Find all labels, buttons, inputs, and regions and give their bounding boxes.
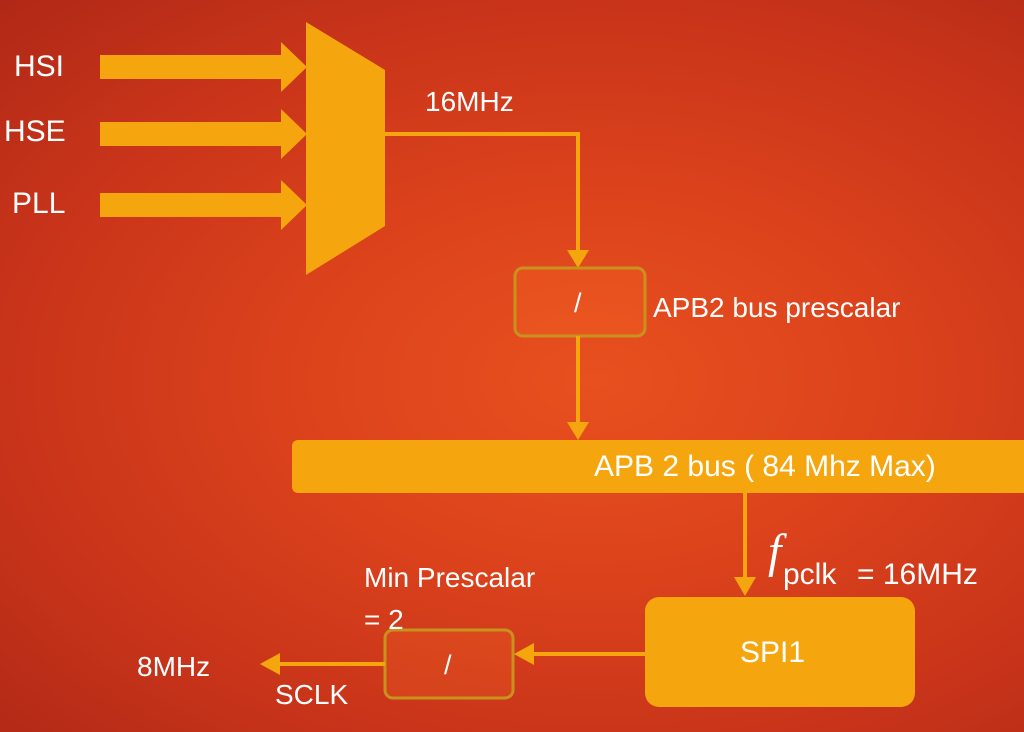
fpclk-value: = 16MHz [857, 558, 978, 591]
output-frequency: 8MHz [137, 651, 211, 682]
spi1-block [645, 597, 915, 707]
apb2-bus-label: APB 2 bus ( 84 Mhz Max) [594, 450, 936, 483]
clock-mux [306, 22, 385, 275]
input-label-hsi: HSI [14, 50, 65, 83]
mux-output-line [385, 132, 580, 255]
arrowhead-to-apb2-prescaler [567, 250, 589, 268]
apb2-bus-bar [292, 440, 1024, 493]
fpclk-symbol: f [768, 525, 782, 578]
spi-prescaler-symbol: / [444, 650, 452, 680]
input-arrow-hsi [100, 42, 307, 92]
spi-prescaler-label-line2: = 2 [364, 604, 404, 635]
input-arrow-pll [100, 180, 307, 230]
mux-output-frequency: 16MHz [425, 86, 514, 117]
arrowhead-to-spi1 [734, 577, 756, 596]
arrowhead-output [260, 653, 280, 675]
apb2-prescaler-label: APB2 bus prescalar [653, 292, 901, 323]
apb2-prescaler-symbol: / [574, 288, 582, 318]
input-label-pll: PLL [12, 187, 66, 220]
spi-prescaler-label-line1: Min Prescalar [364, 562, 536, 593]
spi1-label: SPI1 [740, 636, 806, 669]
fpclk-subscript: pclk [783, 558, 837, 591]
fpclk-label: f [768, 528, 781, 576]
arrowhead-to-spi-prescaler [514, 643, 534, 665]
output-signal-label: SCLK [275, 679, 349, 710]
input-arrow-hse [100, 109, 307, 159]
input-label-hse: HSE [4, 115, 66, 148]
arrowhead-to-apb2-bus [567, 422, 589, 440]
